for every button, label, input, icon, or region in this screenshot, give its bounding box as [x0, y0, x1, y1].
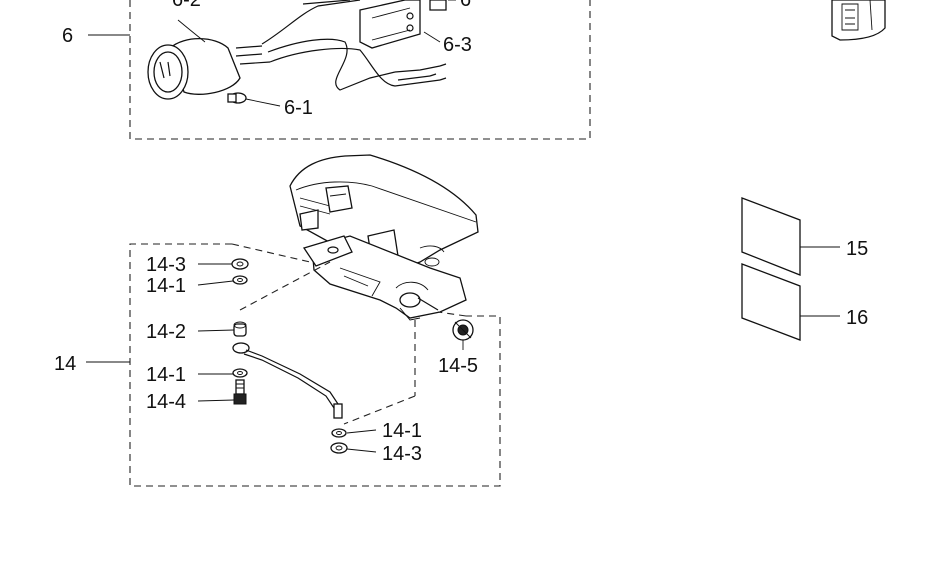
callout-14-1-middle: 14-1: [146, 364, 186, 386]
bracket-6-3: [359, 0, 447, 49]
nut-14-3-upper: [231, 258, 249, 270]
gauge-meter: [147, 19, 241, 100]
callout-14-4: 14-4: [146, 391, 186, 413]
wire-harness: [235, 0, 447, 91]
callout-6-3: 6-3: [443, 34, 472, 56]
bulb-6-1: [227, 92, 247, 104]
washer-14-1-middle: [232, 368, 248, 378]
callout-14-5: 14-5: [438, 355, 478, 377]
nut-14-5: [452, 319, 474, 341]
callout-6: 6: [62, 25, 73, 47]
callout-6-partial: 6: [460, 0, 471, 11]
decal-15: [741, 197, 840, 276]
callout-6-1: 6-1: [284, 97, 313, 119]
callout-15: 15: [846, 238, 868, 260]
bolt-14-4: [233, 379, 247, 405]
decal-16: [741, 263, 840, 341]
callout-6-2: 6-2: [172, 0, 201, 11]
group-6-meter-assembly: [88, 0, 591, 140]
callout-14-2: 14-2: [146, 321, 186, 343]
callout-14: 14: [54, 353, 76, 375]
collar-14-2: [233, 321, 247, 337]
callout-14-1-upper: 14-1: [146, 275, 186, 297]
link-rod: [232, 342, 343, 419]
group-14-link-rod-kit: [86, 243, 501, 487]
washer-14-1-lower: [331, 428, 347, 438]
callout-14-1-lower: 14-1: [382, 420, 422, 442]
callout-14-3-upper: 14-3: [146, 254, 186, 276]
nut-14-3-lower: [330, 442, 348, 454]
top-right-partial-part: [831, 0, 886, 41]
callout-14-3-lower: 14-3: [382, 443, 422, 465]
callout-16: 16: [846, 307, 868, 329]
engine-cowling-illustration: [289, 154, 479, 321]
washer-14-1-upper: [232, 275, 248, 285]
